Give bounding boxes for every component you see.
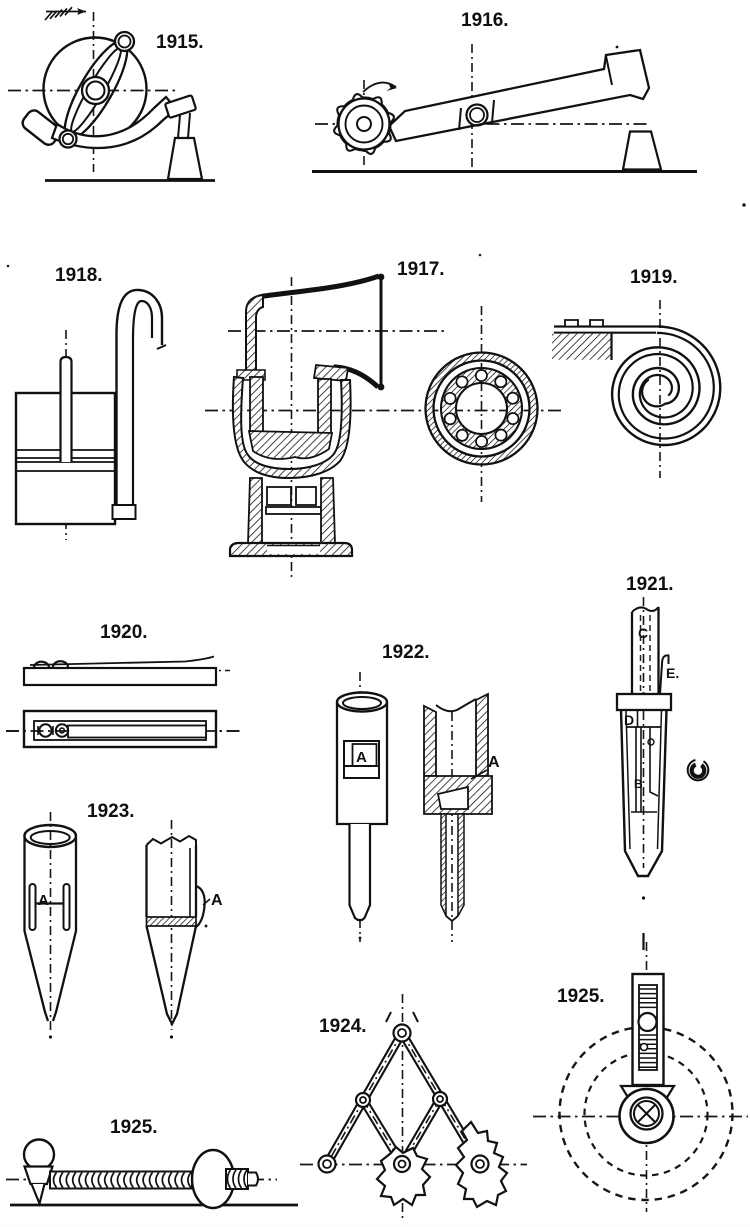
svg-text:D: D bbox=[624, 712, 634, 728]
svg-text:1919.: 1919. bbox=[630, 267, 678, 288]
svg-text:1921.: 1921. bbox=[626, 574, 674, 595]
svg-text:1920.: 1920. bbox=[100, 622, 148, 643]
svg-text:A: A bbox=[211, 892, 223, 909]
svg-text:A: A bbox=[38, 892, 49, 909]
svg-text:C: C bbox=[638, 625, 648, 641]
svg-text:1918.: 1918. bbox=[55, 265, 103, 286]
svg-text:B: B bbox=[634, 777, 643, 791]
svg-text:1924.: 1924. bbox=[319, 1016, 367, 1037]
svg-text:A: A bbox=[356, 749, 367, 766]
svg-text:E.: E. bbox=[666, 665, 679, 681]
svg-text:1925.: 1925. bbox=[110, 1117, 158, 1138]
svg-text:1916.: 1916. bbox=[461, 10, 509, 31]
svg-text:1917.: 1917. bbox=[397, 259, 445, 280]
svg-text:1925.: 1925. bbox=[557, 986, 605, 1007]
svg-text:1915.: 1915. bbox=[156, 32, 204, 53]
svg-text:1922.: 1922. bbox=[382, 642, 430, 663]
svg-text:A: A bbox=[488, 754, 500, 771]
svg-text:1923.: 1923. bbox=[87, 801, 135, 822]
